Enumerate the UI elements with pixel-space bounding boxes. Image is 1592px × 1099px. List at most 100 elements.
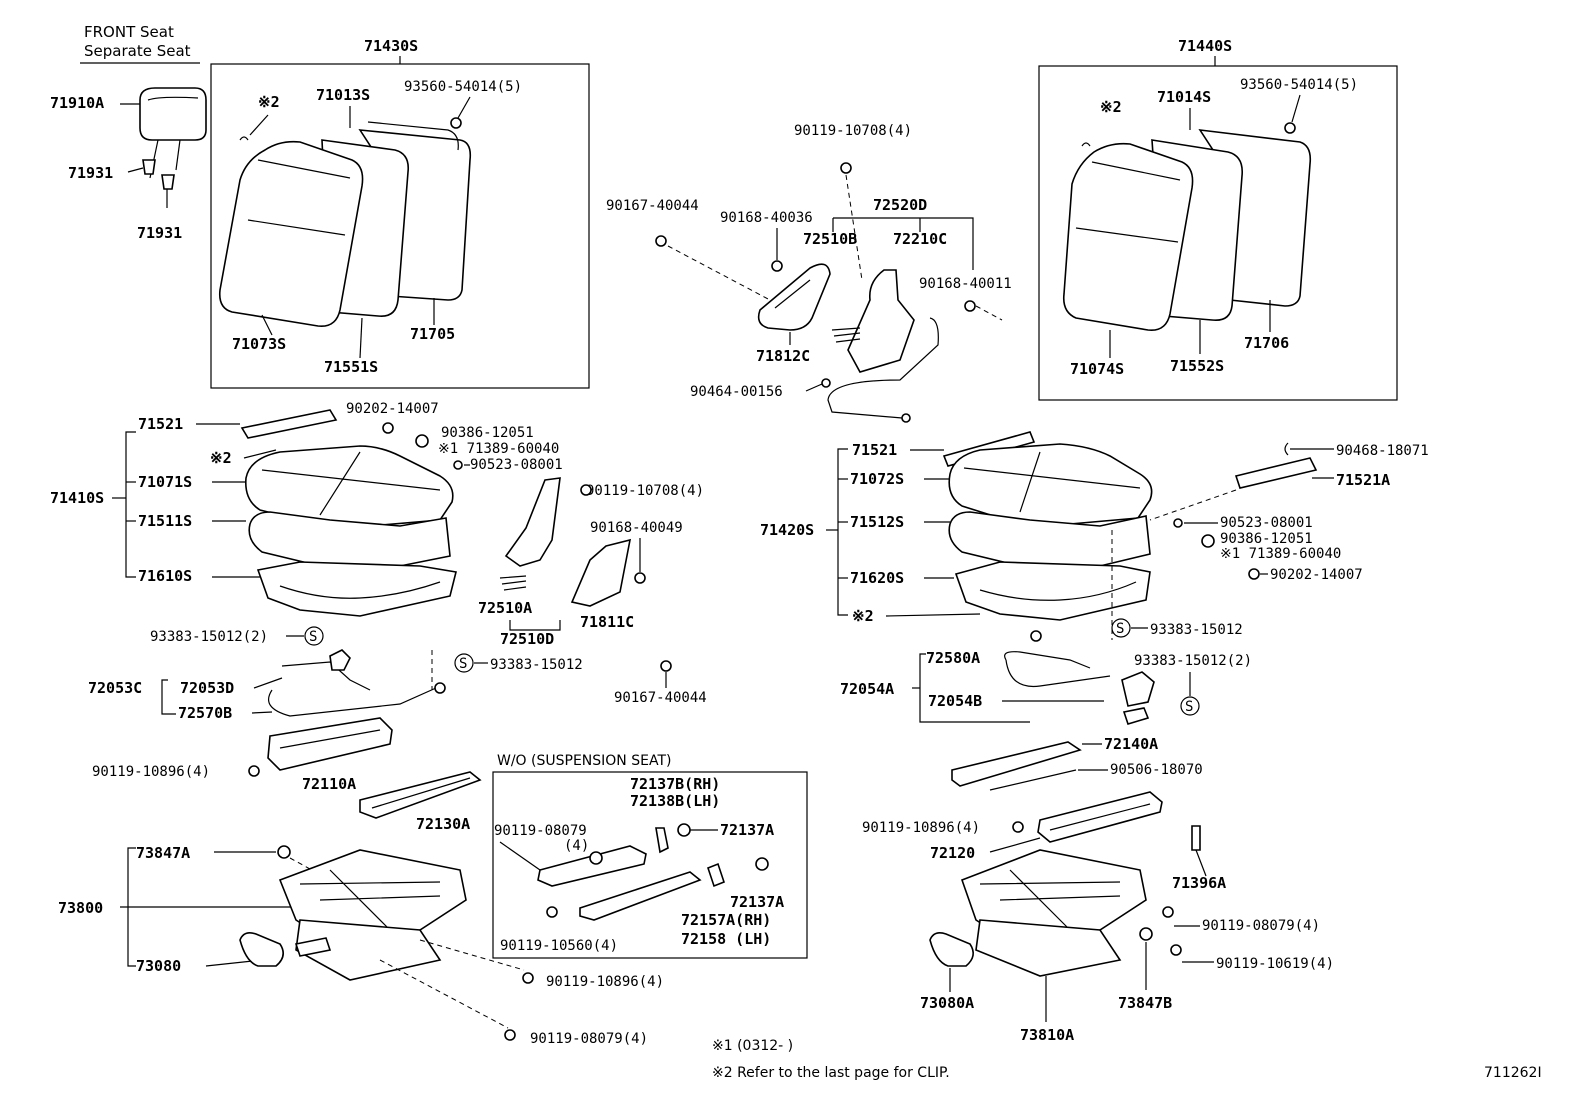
label-72137A-1: 72137A — [720, 821, 774, 839]
leader — [127, 167, 144, 173]
bolt — [248, 765, 260, 777]
group-label-left-back: 71430S — [364, 37, 418, 55]
label-72510D: 72510D — [500, 630, 554, 648]
pad-71521 — [240, 409, 338, 439]
leader — [243, 449, 277, 459]
bumper — [755, 857, 769, 871]
label-72510A: 72510A — [478, 599, 532, 617]
label-90468-18071: 90468-18071 — [1336, 443, 1429, 459]
label-90386-12051-right: 90386-12051 — [1220, 531, 1313, 547]
label-71812C: 71812C — [756, 347, 810, 365]
clip — [1284, 442, 1289, 456]
pad-71521A — [1234, 457, 1318, 489]
s-circle — [454, 653, 474, 673]
label-72520D: 72520D — [873, 196, 927, 214]
leader — [253, 677, 283, 689]
label-90119-08079-wo: 90119-08079 — [494, 823, 587, 839]
header-line2: Separate Seat — [84, 42, 191, 60]
leader — [989, 837, 1041, 853]
leader — [161, 679, 176, 715]
seatback-right-drawing — [1062, 122, 1312, 331]
clip-left-seat: ※2 — [210, 449, 232, 467]
leader — [1291, 94, 1301, 123]
bolt — [1139, 927, 1153, 941]
label-72140A: 72140A — [1104, 735, 1158, 753]
label-71811C: 71811C — [580, 613, 634, 631]
label-71396A: 71396A — [1172, 874, 1226, 892]
label-90119-10619: 90119-10619(4) — [1216, 956, 1334, 972]
wo-suspension-title: W/O (SUSPENSION SEAT) — [497, 753, 671, 769]
label-93560-54014-right: 93560-54014(5) — [1240, 77, 1358, 93]
bracket-71396A — [1191, 825, 1201, 851]
leader — [509, 620, 561, 631]
note-2: ※2 Refer to the last page for CLIP. — [712, 1065, 950, 1081]
bolt — [1162, 906, 1174, 918]
label-71073S: 71073S — [232, 335, 286, 353]
label-72158: 72158 (LH) — [681, 930, 771, 948]
seatback-left-drawing — [218, 117, 472, 327]
bolt — [840, 162, 852, 174]
label-71705: 71705 — [410, 325, 455, 343]
leader — [845, 174, 863, 281]
rail-72140A — [951, 741, 1082, 787]
bolt — [546, 906, 558, 918]
label-71931b: 71931 — [137, 224, 182, 242]
clip-left-back: ※2 — [258, 93, 280, 111]
label-71910A: 71910A — [50, 94, 104, 112]
leader — [457, 96, 471, 119]
cushion-right-drawing — [948, 443, 1153, 642]
headrest-71910A — [139, 87, 207, 208]
label-72137A-2: 72137A — [730, 893, 784, 911]
label-90523-08001-left: 90523-08001 — [470, 457, 563, 473]
bolt — [1170, 944, 1182, 956]
wo-rails-drawing — [499, 827, 725, 921]
label-71389-60040-right: ※1 71389-60040 — [1220, 546, 1341, 562]
label-71931a: 71931 — [68, 164, 113, 182]
bolt — [660, 660, 672, 672]
label-90168-40049: 90168-40049 — [590, 520, 683, 536]
label-90167-40044-bot: 90167-40044 — [614, 690, 707, 706]
cable-right-drawing — [1004, 651, 1155, 725]
label-90119-10896-bot: 90119-10896(4) — [546, 974, 664, 990]
label-72138B: 72138B(LH) — [630, 792, 720, 810]
label-71511S: 71511S — [138, 512, 192, 530]
bolt — [771, 260, 783, 272]
label-71014S: 71014S — [1157, 88, 1211, 106]
rail-72120-detail — [1049, 803, 1151, 831]
leader — [251, 711, 273, 714]
leader — [359, 317, 363, 359]
recliner-lower-drawing — [499, 477, 632, 607]
base-right-drawing — [929, 849, 1147, 977]
bolt — [655, 235, 667, 247]
label-71512S: 71512S — [850, 513, 904, 531]
label-73800: 73800 — [58, 899, 103, 917]
label-90386-12051-left: 90386-12051 — [441, 425, 534, 441]
grommet — [1201, 534, 1215, 548]
label-71521-left: 71521 — [138, 415, 183, 433]
leader — [975, 305, 1003, 321]
label-71072S: 71072S — [850, 470, 904, 488]
leader — [1195, 849, 1207, 877]
clip — [453, 460, 463, 470]
label-71410S: 71410S — [50, 489, 104, 507]
leader — [125, 431, 136, 578]
s-circle — [1111, 618, 1131, 638]
label-71074S: 71074S — [1070, 360, 1124, 378]
left-back-group-box — [210, 63, 590, 389]
label-73847A: 73847A — [136, 844, 190, 862]
note-1: ※1 (0312- ) — [712, 1038, 793, 1054]
label-71420S: 71420S — [760, 521, 814, 539]
cushion-left-drawing — [244, 445, 457, 617]
label-72120: 72120 — [930, 844, 975, 862]
label-72570B: 72570B — [178, 704, 232, 722]
label-73847B: 73847B — [1118, 994, 1172, 1012]
label-90168-40036: 90168-40036 — [720, 210, 813, 226]
bolt — [634, 572, 646, 584]
grommet — [415, 434, 429, 448]
figure-id: 711262I — [1484, 1065, 1542, 1081]
group-label-right-back: 71440S — [1178, 37, 1232, 55]
s-symbol: S — [459, 656, 467, 672]
label-71620S: 71620S — [850, 569, 904, 587]
label-72053C: 72053C — [88, 679, 142, 697]
